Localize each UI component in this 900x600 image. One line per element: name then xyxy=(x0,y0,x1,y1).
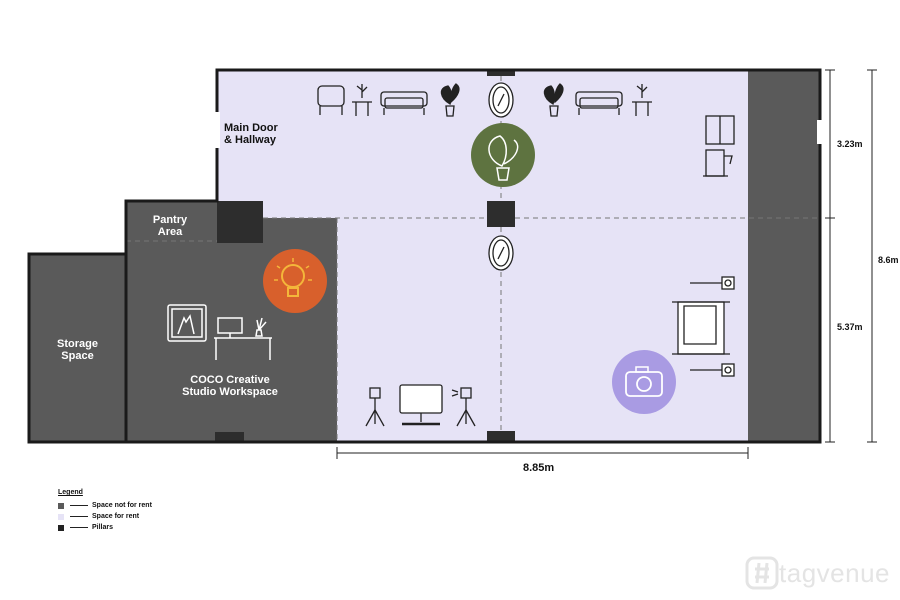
width-dimension: 8.85m xyxy=(523,462,555,474)
legend-label: Pillars xyxy=(92,524,114,531)
brand-name: tagvenue xyxy=(779,557,890,588)
tagvenue-logo-icon xyxy=(745,556,779,590)
light-stand-icon xyxy=(451,387,476,427)
legend-swatch xyxy=(58,524,64,531)
potted-plant-icon xyxy=(543,83,564,117)
pantry-label: Pantry Area xyxy=(152,214,188,238)
photo-backdrop-icon xyxy=(672,301,730,355)
pillar xyxy=(215,432,244,442)
workspace-label: COCO Creative Studio Workspace xyxy=(182,374,278,398)
desk-with-monitor-icon xyxy=(214,317,272,360)
dimension-lines xyxy=(336,69,877,459)
storage-label: Storage Space xyxy=(57,338,98,362)
legend-swatch xyxy=(58,502,64,509)
plant-circle-icon xyxy=(471,123,535,187)
pillar xyxy=(487,201,515,227)
clothes-rack-icon xyxy=(703,115,735,177)
display-monitor-icon xyxy=(399,384,443,426)
legend-label: Space not for rent xyxy=(92,502,152,509)
legend-label: Space for rent xyxy=(92,513,140,520)
right-service-strip xyxy=(748,70,820,442)
pillar xyxy=(217,201,263,243)
storage-area xyxy=(29,254,126,442)
legend: Legend Space not for rent Space for rent… xyxy=(58,489,152,533)
mirror-icon xyxy=(488,235,514,271)
lower-height-dimension: 5.37m xyxy=(837,322,863,332)
potted-plant-icon xyxy=(440,83,460,117)
light-stand-icon xyxy=(365,387,385,427)
upper-height-dimension: 3.23m xyxy=(837,139,863,149)
main-door-label: Main Door & Hallway xyxy=(224,122,278,146)
sofa-icon xyxy=(575,91,623,115)
mirror-icon xyxy=(488,82,514,118)
legend-item: Space not for rent xyxy=(58,500,152,511)
framed-picture-icon xyxy=(167,304,207,342)
side-table-plant-icon xyxy=(352,84,372,116)
total-height-dimension: 8.6m xyxy=(878,255,899,265)
side-table-plant-icon xyxy=(632,84,652,116)
legend-swatch xyxy=(58,513,64,520)
spotlight-icon xyxy=(690,276,735,290)
legend-item: Space for rent xyxy=(58,511,152,522)
brand-watermark: tagvenue xyxy=(745,556,890,590)
legend-title: Legend xyxy=(58,489,83,496)
camera-circle-icon xyxy=(612,350,676,414)
pantry-area xyxy=(126,201,217,241)
pillar xyxy=(487,70,515,76)
sofa-icon xyxy=(380,91,428,115)
legend-item: Pillars xyxy=(58,522,152,533)
armchair-icon xyxy=(317,85,345,115)
lightbulb-idea-icon xyxy=(263,249,327,313)
spotlight-icon xyxy=(690,363,735,377)
pillar xyxy=(487,431,515,442)
